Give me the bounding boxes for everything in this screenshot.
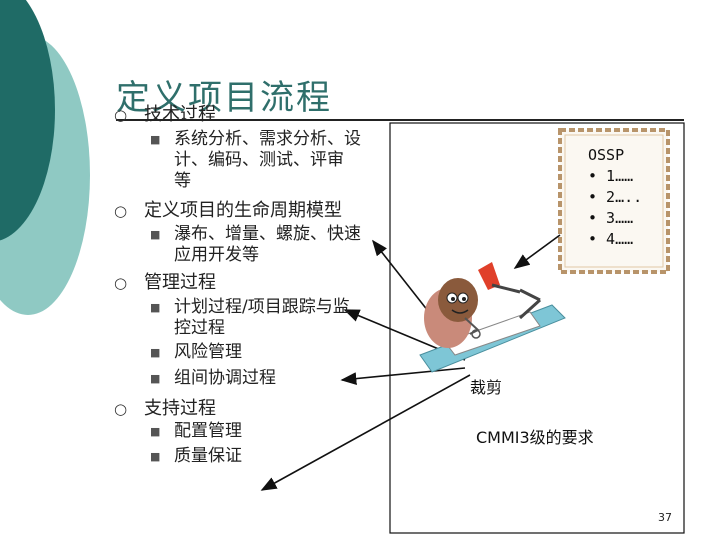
square-bullet-icon: ■ [150, 301, 161, 314]
square-bullet-icon: ■ [150, 425, 161, 438]
arrows [260, 234, 561, 491]
ring-bullet-icon: ○ [114, 274, 128, 292]
sub-item-line: 控过程 [174, 318, 225, 338]
outline-label: 技术过程 [144, 104, 216, 125]
outline-item-technical-process: ○ 技术过程 [114, 100, 216, 126]
outline-item-lifecycle-model: ○ 定义项目的生命周期模型 [114, 196, 342, 222]
sub-item-line: 配置管理 [174, 421, 242, 441]
ossp-box: OSSP • 1…… • 2….. • 3…… • 4…… [588, 145, 642, 250]
sub-item-line: 组间协调过程 [174, 368, 276, 388]
square-bullet-icon: ■ [150, 372, 161, 385]
page-number: 37 [658, 511, 672, 524]
sub-item-line: 应用开发等 [174, 245, 259, 265]
ring-bullet-icon: ○ [114, 202, 128, 220]
square-bullet-icon: ■ [150, 346, 161, 359]
page-title: 定义项目流程 [116, 78, 332, 118]
sub-item-line: 风险管理 [174, 342, 242, 362]
outline-label: 支持过程 [144, 398, 216, 419]
ossp-item: • 3…… [588, 209, 634, 227]
ossp-item: • 4…… [588, 230, 634, 248]
square-bullet-icon: ■ [150, 450, 161, 463]
outline-label: 定义项目的生命周期模型 [144, 200, 342, 221]
outline-item-management-process: ○ 管理过程 [114, 268, 216, 294]
ring-bullet-icon: ○ [114, 106, 128, 124]
outline-label: 管理过程 [144, 272, 216, 293]
cutting-illustration [419, 262, 566, 373]
sub-item-line: 计划过程/项目跟踪与监 [174, 297, 350, 317]
outline-item-support-process: ○ 支持过程 [114, 394, 216, 420]
square-bullet-icon: ■ [150, 133, 161, 146]
cut-label: 裁剪 [470, 378, 503, 397]
sub-item-line: 质量保证 [174, 446, 242, 466]
corner-decoration [0, 0, 90, 315]
ossp-item: • 1…… [588, 167, 634, 185]
square-bullet-icon: ■ [150, 228, 161, 241]
ossp-title: OSSP [588, 146, 625, 164]
title-underline [116, 119, 684, 121]
ossp-frame [558, 128, 670, 274]
cmmi-requirement-label: CMMI3级的要求 [476, 428, 594, 447]
ossp-item: • 2….. [588, 188, 643, 206]
ring-bullet-icon: ○ [114, 400, 128, 418]
sub-item-line: 瀑布、增量、螺旋、快速 [174, 224, 361, 244]
sub-item-line: 系统分析、需求分析、设 [174, 129, 361, 149]
sub-item-line: 计、编码、测试、评审 [174, 150, 344, 170]
sub-item-line: 等 [174, 171, 191, 191]
